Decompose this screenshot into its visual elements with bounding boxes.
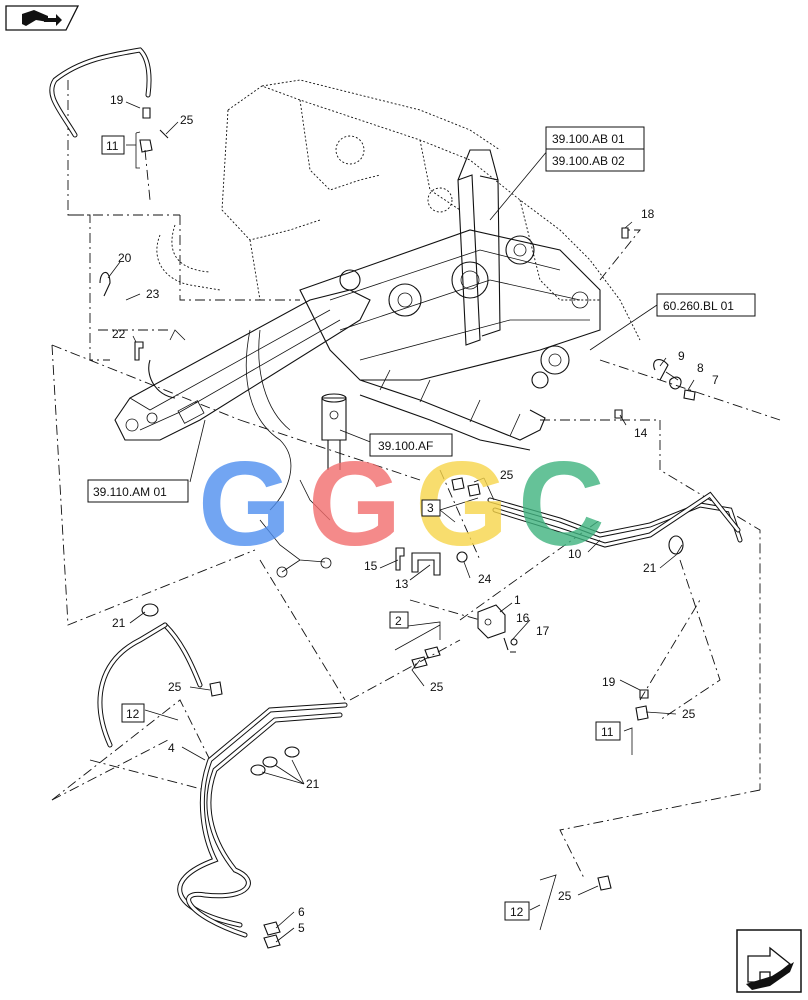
boxed-callout-12-left: 12 xyxy=(121,703,145,723)
callout-10: 10 xyxy=(568,547,582,561)
callout-14: 14 xyxy=(634,426,648,440)
ref-box-39-100-af[interactable]: 39.100.AF xyxy=(369,433,453,457)
callout-22: 22 xyxy=(112,327,126,341)
svg-text:2: 2 xyxy=(395,614,402,628)
callout-17: 17 xyxy=(536,624,550,638)
callout-21-right: 21 xyxy=(643,561,657,575)
callout-15: 15 xyxy=(364,559,378,573)
ref-label-39-100-ab-02: 39.100.AB 02 xyxy=(552,154,625,168)
callout-25-left: 25 xyxy=(168,680,182,694)
svg-text:11: 11 xyxy=(106,139,119,153)
ref-box-39-110-am[interactable]: 39.110.AM 01 xyxy=(87,479,189,503)
next-page-arrow-icon[interactable] xyxy=(736,929,802,993)
ref-label-39-100-af: 39.100.AF xyxy=(378,439,433,453)
callout-25-bottom: 25 xyxy=(558,889,572,903)
fittings xyxy=(99,107,696,949)
callout-19-top: 19 xyxy=(110,93,124,107)
boxed-callout-11-top: 11 xyxy=(101,135,125,155)
ref-label-39-100-ab-01: 39.100.AB 01 xyxy=(552,132,625,146)
callout-1: 1 xyxy=(514,593,521,607)
callout-19-right: 19 xyxy=(602,675,616,689)
callout-7: 7 xyxy=(712,373,719,387)
watermark: G G G C xyxy=(198,437,605,571)
baler-frame xyxy=(114,79,641,578)
callout-25-mid: 25 xyxy=(500,468,514,482)
callout-8: 8 xyxy=(697,361,704,375)
svg-text:3: 3 xyxy=(427,501,434,515)
ref-box-39-100-ab[interactable]: 39.100.AB 01 39.100.AB 02 xyxy=(545,126,645,172)
callout-20: 20 xyxy=(118,251,132,265)
callout-6: 6 xyxy=(298,905,305,919)
callout-16: 16 xyxy=(516,611,530,625)
ref-label-60-260-bl-01: 60.260.BL 01 xyxy=(663,299,734,313)
callout-25-center: 25 xyxy=(430,680,444,694)
boxed-callout-3: 3 xyxy=(421,499,441,517)
watermark-letter-1: G xyxy=(198,437,291,571)
svg-text:12: 12 xyxy=(510,905,524,919)
hoses xyxy=(49,47,743,938)
ref-label-39-110-am-01: 39.110.AM 01 xyxy=(93,485,167,499)
boxed-callout-2: 2 xyxy=(389,611,409,629)
svg-text:11: 11 xyxy=(601,725,614,739)
callout-25-right: 25 xyxy=(682,707,696,721)
ref-box-60-260-bl[interactable]: 60.260.BL 01 xyxy=(656,293,756,317)
callout-21-left: 21 xyxy=(112,616,126,630)
book-arrow-icon[interactable] xyxy=(5,5,80,31)
callout-4: 4 xyxy=(168,741,175,755)
watermark-letter-4: C xyxy=(518,437,605,571)
boxed-callout-11-right: 11 xyxy=(595,721,621,741)
callout-leaders xyxy=(107,101,695,943)
callout-18: 18 xyxy=(641,207,655,221)
callout-23: 23 xyxy=(146,287,160,301)
callout-13: 13 xyxy=(395,577,409,591)
leader-lines xyxy=(51,80,781,881)
callout-24: 24 xyxy=(478,572,492,586)
callout-numbers: 19 25 20 23 22 18 9 8 7 14 25 10 21 15 1… xyxy=(110,93,719,935)
watermark-letter-2: G xyxy=(308,437,401,571)
callout-25-top: 25 xyxy=(180,113,194,127)
svg-text:12: 12 xyxy=(126,707,140,721)
callout-21-bottom: 21 xyxy=(306,777,320,791)
callout-5: 5 xyxy=(298,921,305,935)
callout-9: 9 xyxy=(678,349,685,363)
boxed-callout-12-bottom: 12 xyxy=(504,901,530,921)
